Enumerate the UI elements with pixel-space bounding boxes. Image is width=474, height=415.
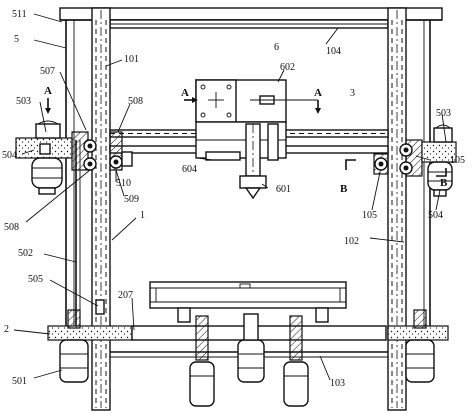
top-rail xyxy=(109,19,389,29)
left-slider-assembly xyxy=(15,120,133,195)
nozzle xyxy=(239,123,279,200)
limit-switch xyxy=(95,299,105,315)
label-504-left: 504 xyxy=(2,150,17,161)
label-103: 103 xyxy=(330,378,345,389)
label-1: 1 xyxy=(140,210,145,221)
section-marks xyxy=(45,97,447,177)
label-A-mid-left: A xyxy=(181,87,189,99)
label-5: 5 xyxy=(14,34,19,45)
print-head-carriage xyxy=(195,79,290,161)
label-507: 507 xyxy=(40,66,55,77)
label-6: 6 xyxy=(274,42,279,53)
label-511: 511 xyxy=(12,9,27,20)
label-A-mid-right: A xyxy=(314,87,322,99)
lower-center-motors xyxy=(189,313,309,407)
label-3: 3 xyxy=(350,88,355,99)
label-601: 601 xyxy=(276,184,291,195)
label-A-left: A xyxy=(44,85,52,97)
label-105-bottom: 105 xyxy=(362,210,377,221)
lower-right-motor xyxy=(405,309,435,383)
label-101: 101 xyxy=(124,54,139,65)
label-503-right: 503 xyxy=(436,108,451,119)
label-505: 505 xyxy=(28,274,43,285)
label-102: 102 xyxy=(344,236,359,247)
label-602: 602 xyxy=(280,62,295,73)
label-B-right: B xyxy=(440,177,448,189)
print-bed xyxy=(149,281,347,323)
left-column xyxy=(91,7,111,411)
leader-lines xyxy=(13,13,447,381)
label-502: 502 xyxy=(18,248,33,259)
label-104: 104 xyxy=(326,46,341,57)
callout-labels: 511 5 507 101 6 602 104 503 A A A 3 508 … xyxy=(2,9,465,389)
right-column xyxy=(387,7,407,411)
label-510: 510 xyxy=(116,178,131,189)
label-2: 2 xyxy=(4,324,9,335)
left-screw-rod xyxy=(75,140,81,330)
label-604: 604 xyxy=(182,164,197,175)
top-plate xyxy=(59,7,443,21)
label-508-bottom: 508 xyxy=(4,222,19,233)
label-B-left: B xyxy=(340,183,348,195)
label-509: 509 xyxy=(124,194,139,205)
label-508-top: 508 xyxy=(128,96,143,107)
label-501: 501 xyxy=(12,376,27,387)
label-207: 207 xyxy=(118,290,133,301)
lower-left-motor xyxy=(59,309,89,383)
label-503-left: 503 xyxy=(16,96,31,107)
label-105-top: 105 xyxy=(450,155,465,166)
label-504-right: 504 xyxy=(428,210,443,221)
